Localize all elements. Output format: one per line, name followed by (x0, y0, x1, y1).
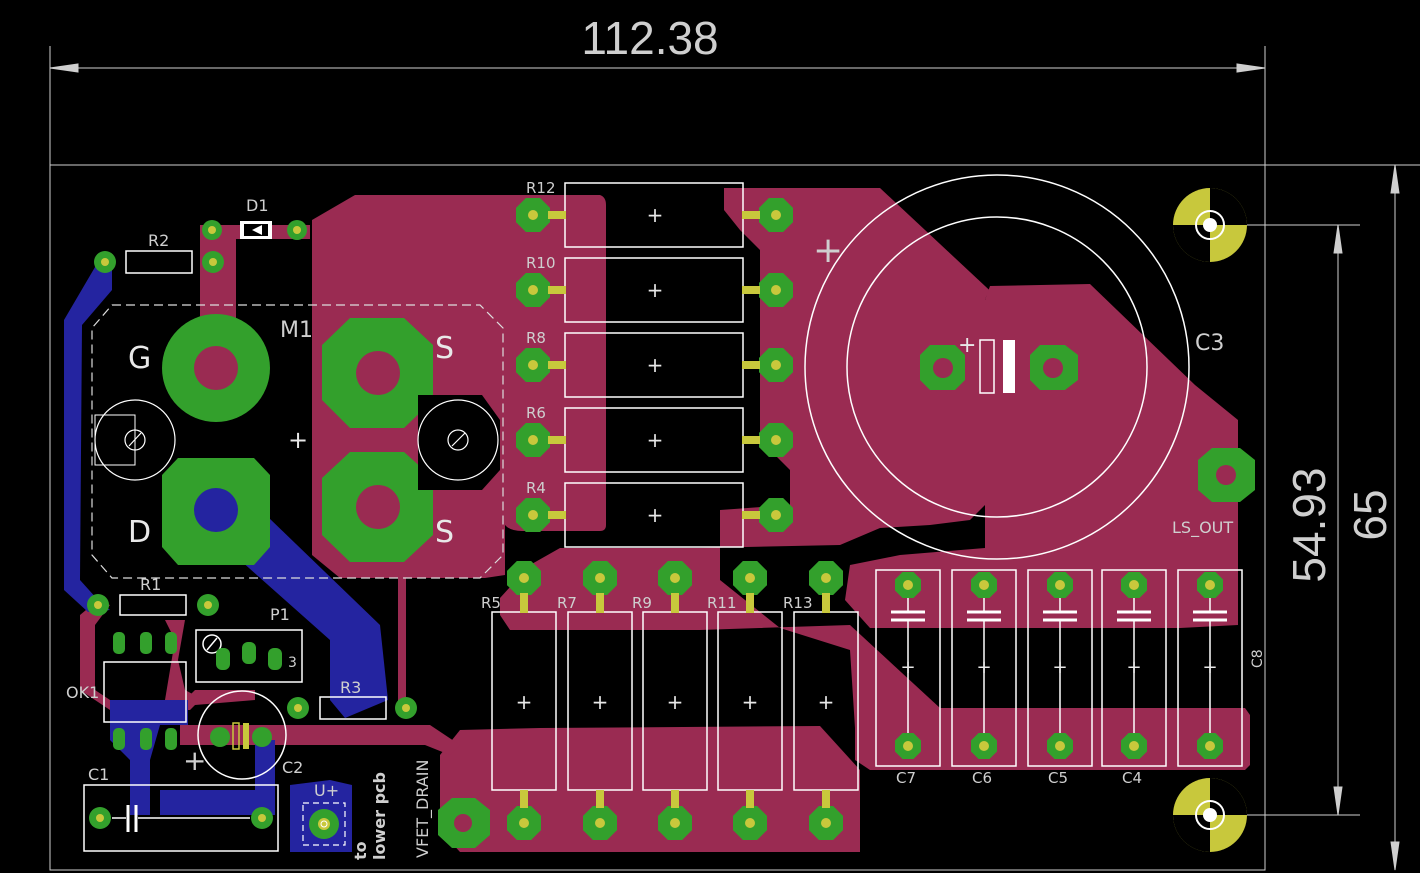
resistor-r2[interactable]: R2 (94, 231, 224, 274)
svg-text:+: + (647, 353, 664, 377)
svg-text:+: + (958, 333, 976, 358)
svg-text:+: + (183, 744, 206, 777)
silk-vfet-drain: VFET_DRAIN (413, 760, 433, 858)
c3-label: C3 (1195, 331, 1224, 356)
resistor-r12[interactable]: + R12 (516, 179, 793, 248)
resistor-r4[interactable]: + R4 (516, 479, 793, 548)
resistor-r10[interactable]: + R10 (516, 254, 793, 323)
mounting-hole-top[interactable] (1173, 188, 1247, 262)
u-plus-label: U+ (314, 781, 339, 800)
svg-text:+: + (667, 690, 684, 714)
ls-out-pad[interactable]: LS_OUT (1172, 448, 1255, 538)
r10-label: R10 (526, 254, 556, 272)
ls-out-label: LS_OUT (1172, 518, 1233, 538)
capacitor-bank[interactable]: + C7 + C6 + C5 + C4 + (875, 569, 1243, 787)
svg-text:+: + (976, 657, 991, 678)
svg-text:+: + (592, 690, 609, 714)
c2-label: C2 (282, 758, 303, 777)
resistor-r6[interactable]: + R6 (516, 404, 793, 473)
svg-text:+: + (818, 690, 835, 714)
resistor-r9[interactable]: + R9 (632, 561, 708, 840)
dimension-height-outer (1265, 164, 1420, 871)
svg-text:+: + (1126, 657, 1141, 678)
r5-label: R5 (481, 594, 501, 612)
c8-label: C8 (1250, 649, 1266, 668)
resistor-r1[interactable]: R1 (87, 575, 219, 616)
svg-text:+: + (900, 657, 915, 678)
c5-label: C5 (1048, 769, 1068, 787)
resistor-r5[interactable]: + R5 (481, 561, 557, 840)
resistor-bank-horizontal[interactable]: + R12 + R10 + R8 + R6 + R4 (516, 179, 793, 548)
svg-text:+: + (516, 690, 533, 714)
r7-label: R7 (557, 594, 577, 612)
c7-label: C7 (896, 769, 916, 787)
mosfet-drain-label: D (128, 515, 151, 550)
svg-text:+: + (647, 503, 664, 527)
svg-text:+: + (647, 203, 664, 227)
dimension-height-outer-label: 65 (1344, 489, 1396, 540)
m1-label: M1 (280, 318, 313, 343)
resistor-bank-vertical[interactable]: + R5 + R7 + R9 + R11 + R13 (481, 561, 859, 840)
svg-text:+: + (1052, 657, 1067, 678)
capacitor-c1[interactable]: C1 (83, 765, 279, 852)
r3-label: R3 (340, 678, 361, 697)
diode-d1[interactable]: D1 (202, 196, 307, 240)
silk-lower-pcb: lower pcb (370, 772, 389, 860)
board-outline (49, 164, 1266, 871)
svg-text:+: + (647, 428, 664, 452)
p1-label: P1 (270, 605, 290, 624)
resistor-r13[interactable]: + R13 (783, 561, 859, 840)
c4-label: C4 (1122, 769, 1142, 787)
optocoupler-ok1[interactable]: OK1 (66, 632, 187, 750)
p1-pin-label: 3 (288, 655, 297, 671)
c6-label: C6 (972, 769, 992, 787)
potentiometer-p1[interactable]: P1 3 (195, 605, 303, 683)
c3-polarity-plus: + (813, 230, 843, 271)
resistor-r7[interactable]: + R7 (557, 561, 633, 840)
r12-label: R12 (526, 179, 556, 197)
d1-label: D1 (246, 196, 269, 215)
svg-text:+: + (647, 278, 664, 302)
mosfet-source-label-top: S (435, 331, 454, 366)
r1-label: R1 (140, 575, 161, 594)
svg-text:+: + (1202, 657, 1217, 678)
silk-to: to (351, 841, 370, 860)
r6-label: R6 (526, 404, 546, 422)
capacitor-c8[interactable]: + (1177, 569, 1243, 767)
capacitor-c7[interactable]: + C7 (875, 569, 941, 787)
r9-label: R9 (632, 594, 652, 612)
r13-label: R13 (783, 594, 813, 612)
capacitor-c5[interactable]: + C5 (1027, 569, 1093, 787)
capacitor-c3[interactable]: + + C3 (804, 174, 1224, 560)
resistor-r8[interactable]: + R8 (516, 329, 793, 398)
r11-label: R11 (707, 594, 737, 612)
capacitor-c4[interactable]: + C4 (1101, 569, 1167, 787)
dimension-width-label: 112.38 (581, 12, 718, 64)
dimension-height-inner-label: 54.93 (1283, 467, 1335, 582)
r8-label: R8 (526, 329, 546, 347)
capacitor-c6[interactable]: + C6 (951, 569, 1017, 787)
vfet-drain-pad[interactable] (438, 798, 490, 848)
resistor-r11[interactable]: + R11 (707, 561, 783, 840)
mosfet-source-label-bottom: S (435, 515, 454, 550)
c1-label: C1 (88, 765, 109, 784)
svg-text:+: + (288, 426, 308, 454)
connector-u-plus[interactable]: U+ (302, 781, 346, 846)
mosfet-gate-label: G (128, 341, 151, 376)
capacitor-c2[interactable]: + C2 (183, 690, 303, 780)
r4-label: R4 (526, 479, 546, 497)
mounting-hole-bottom[interactable] (1173, 778, 1247, 852)
ok1-label: OK1 (66, 683, 99, 702)
resistor-r3[interactable]: R3 (287, 678, 417, 720)
mosfet-m1[interactable]: + G D S S M1 (91, 304, 504, 579)
svg-text:+: + (742, 690, 759, 714)
r2-label: R2 (148, 231, 169, 250)
